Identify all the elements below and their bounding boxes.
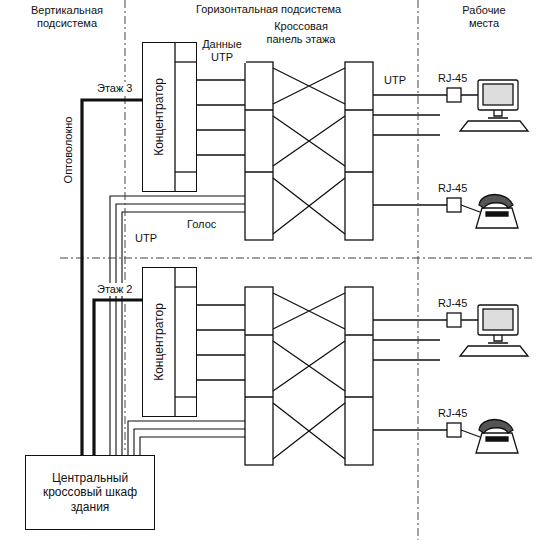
- cable-label: Данные UTP: [198, 38, 246, 63]
- socket-label: RJ-45: [437, 297, 468, 310]
- hub-box: Концентратор: [142, 267, 197, 417]
- floor-3-equipment: [175, 42, 528, 240]
- subsystem-divider: [418, 0, 419, 540]
- panel-label: Кроссовая панель этажа: [262, 20, 340, 45]
- cabinet-box: Центральный кроссовый шкаф здания: [25, 455, 155, 530]
- floor-2-equipment: [175, 267, 528, 465]
- cable-label: Голос: [186, 218, 217, 231]
- socket-label: RJ-45: [437, 72, 468, 85]
- fiber-optic-cable: [94, 300, 142, 455]
- subsystem-divider: [125, 0, 126, 450]
- hub-box: Концентратор: [142, 42, 197, 192]
- socket-label: RJ-45: [437, 182, 468, 195]
- voice-utp-bundle: [110, 196, 245, 455]
- subsystem-heading: Вертикальная подсистема: [14, 4, 120, 29]
- hub-label: Концентратор: [152, 78, 166, 156]
- voice-utp-bundle: [128, 421, 245, 455]
- socket-label: RJ-45: [437, 407, 468, 420]
- cable-label: Оптоволокно: [62, 116, 75, 185]
- floor-label: Этаж 2: [96, 283, 133, 296]
- floor-divider: [60, 258, 535, 259]
- subsystem-heading: Рабочие места: [452, 4, 516, 29]
- fiber-optic-cable: [82, 100, 142, 455]
- cabinet-label: Центральный кроссовый шкаф здания: [32, 471, 148, 514]
- subsystem-heading: Горизонтальная подсистема: [195, 3, 342, 16]
- cable-label: UTP: [383, 74, 407, 87]
- cable-label: UTP: [134, 232, 158, 245]
- hub-label: Концентратор: [152, 303, 166, 381]
- floor-label: Этаж 3: [96, 82, 133, 95]
